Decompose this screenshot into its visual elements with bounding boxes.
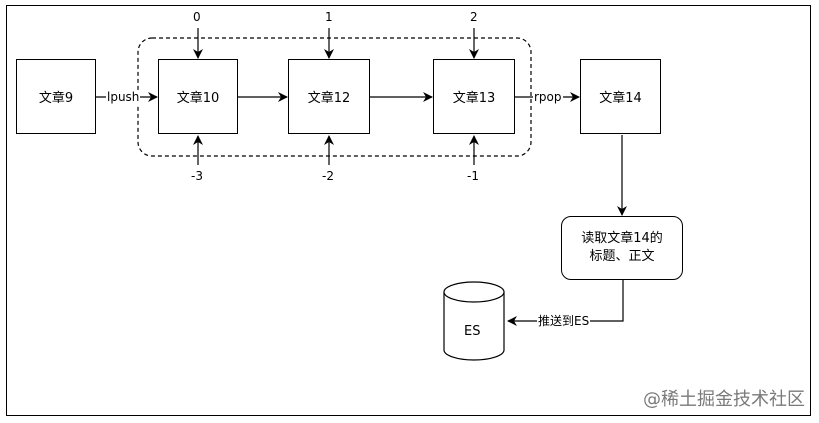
list-container xyxy=(137,37,532,157)
node-read-article: 读取文章14的 标题、正文 xyxy=(561,216,683,280)
node-read-line1: 读取文章14的 xyxy=(581,231,663,246)
node-article13: 文章13 xyxy=(433,59,515,134)
index-bottom-neg2: -2 xyxy=(322,169,334,183)
node-article10-label: 文章10 xyxy=(176,91,220,106)
node-article14: 文章14 xyxy=(580,59,661,134)
index-bottom-neg1: -1 xyxy=(467,169,479,183)
node-article10: 文章10 xyxy=(158,59,238,134)
diagram-frame xyxy=(6,5,811,416)
node-es-label: ES xyxy=(464,324,481,339)
node-article13-label: 文章13 xyxy=(452,91,496,106)
edge-label-lpush: lpush xyxy=(106,90,141,104)
edge-label-rpop: rpop xyxy=(533,90,563,104)
index-top-2: 2 xyxy=(470,10,478,24)
node-article12-label: 文章12 xyxy=(307,91,351,106)
edge-label-push-to-es: 推送到ES xyxy=(537,314,591,328)
index-top-0: 0 xyxy=(193,10,201,24)
node-article9: 文章9 xyxy=(16,59,96,134)
node-article9-label: 文章9 xyxy=(38,91,74,106)
node-article14-label: 文章14 xyxy=(599,91,642,106)
node-read-line2: 标题、正文 xyxy=(589,249,655,264)
index-bottom-neg3: -3 xyxy=(191,169,203,183)
site-watermark: @稀土掘金技术社区 xyxy=(643,389,805,410)
node-article12: 文章12 xyxy=(288,59,370,134)
index-top-1: 1 xyxy=(325,10,333,24)
es-database-icon xyxy=(443,281,505,361)
